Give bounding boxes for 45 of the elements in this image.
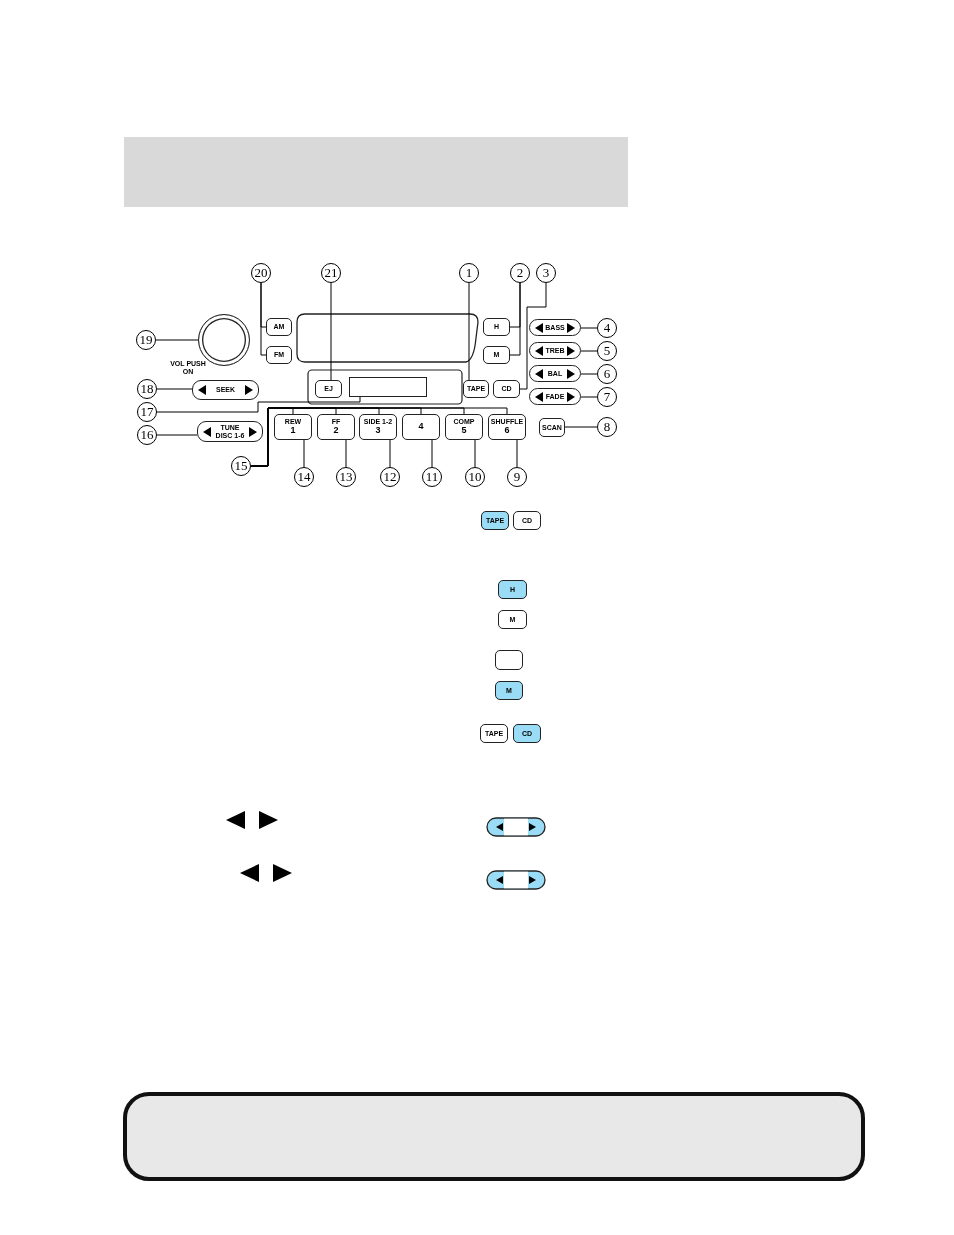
callout-number: 10	[465, 467, 485, 487]
leader-line	[509, 282, 521, 356]
callout-number: 15	[231, 456, 251, 476]
leader-line	[580, 373, 598, 375]
callout-number: 21	[321, 263, 341, 283]
preset-button: 4	[402, 414, 440, 440]
leader-line	[580, 350, 598, 352]
leader-line	[156, 434, 198, 436]
callout-number: 20	[251, 263, 271, 283]
leader-line	[260, 282, 267, 356]
callout-number: 5	[597, 341, 617, 361]
leader-line	[330, 282, 332, 381]
leader-line	[468, 282, 470, 381]
leader-line	[516, 439, 518, 468]
leader-line	[564, 426, 598, 428]
callout-number: 16	[137, 425, 157, 445]
callout-number: 8	[597, 417, 617, 437]
leader-line	[250, 407, 508, 467]
leader-line	[303, 439, 305, 468]
callout-number: 9	[507, 467, 527, 487]
callout-number: 1	[459, 263, 479, 283]
callout-number: 11	[422, 467, 442, 487]
callout-number: 12	[380, 467, 400, 487]
leader-line	[345, 439, 347, 468]
callout-number: 19	[136, 330, 156, 350]
callout-number: 18	[137, 379, 157, 399]
blank-button	[495, 650, 523, 670]
cassette-slot	[349, 377, 427, 397]
callout-number: 7	[597, 387, 617, 407]
leader-line	[580, 396, 598, 398]
callout-number: 3	[536, 263, 556, 283]
leader-line	[474, 439, 476, 468]
callout-number: 13	[336, 467, 356, 487]
callout-number: 2	[510, 263, 530, 283]
callout-number: 4	[597, 318, 617, 338]
callout-number: 14	[294, 467, 314, 487]
callout-number: 17	[137, 402, 157, 422]
leader-line	[155, 339, 199, 341]
callout-number: 6	[597, 364, 617, 384]
leader-line	[431, 439, 433, 468]
leader-line	[156, 396, 361, 413]
leader-line	[580, 327, 598, 329]
leader-line	[389, 439, 391, 468]
leader-line	[156, 388, 193, 390]
leader-line	[519, 282, 547, 390]
